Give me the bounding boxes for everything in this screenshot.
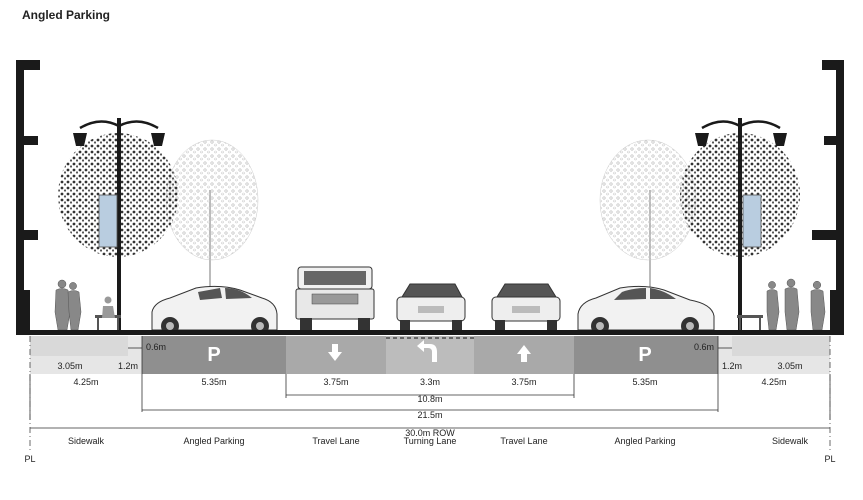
arrow-up-icon [517,345,531,362]
bench-icon [737,315,763,330]
dim-turning: 3.3m [420,377,440,387]
street-lamp-icon [695,118,787,332]
dim-sidewalk-inner-right: 3.05m [777,361,802,371]
pedestrian-icon [766,278,826,331]
property-line-marker-right: PL [824,454,835,464]
zone-sidewalk-left: Sidewalk [68,436,105,446]
arrow-down-icon [328,344,342,361]
pedestrian-icon [54,279,82,331]
dim-parking-left: 5.35m [201,377,226,387]
dim-travelway: 10.8m [417,394,442,404]
dim-lane-left: 3.75m [323,377,348,387]
car-icon [151,285,278,335]
parking-symbol: P [638,344,651,366]
tree-icon [599,139,697,290]
dim-curb-left: 0.6m [146,342,166,352]
zone-turning: Turning Lane [404,436,457,446]
zone-parking-right: Angled Parking [614,436,675,446]
dim-sidewalk-outer-right: 1.2m [722,361,742,371]
zone-travel-right: Travel Lane [500,436,547,446]
dim-sidewalk-outer-left: 1.2m [118,361,138,371]
pavement-strip [30,336,830,374]
zone-sidewalk-right: Sidewalk [772,436,809,446]
dim-sidewalk-inner-left: 3.05m [57,361,82,371]
building-left-icon [16,60,40,332]
property-lines [29,336,831,450]
dim-lane-right: 3.75m [511,377,536,387]
diagram-title: Angled Parking [22,8,111,22]
dim-parking-right: 5.35m [632,377,657,387]
street-lamp-icon [73,118,165,332]
dim-curb-to-curb: 21.5m [417,410,442,420]
zone-travel-left: Travel Lane [312,436,359,446]
parking-symbol: P [207,344,220,366]
zone-parking-left: Angled Parking [183,436,244,446]
tree-icon [165,139,259,290]
dim-curb-right: 0.6m [694,342,714,352]
suv-icon [295,266,375,330]
arrow-left-turn-icon [417,340,437,362]
car-icon [491,283,561,330]
car-icon [396,283,466,330]
property-line-marker-left: PL [24,454,35,464]
bench-icon [95,296,121,330]
dim-row: 30.0m ROW [405,428,455,438]
car-icon [577,285,715,335]
dimension-lines [29,336,831,429]
building-right-icon [812,60,844,332]
dim-sidewalk-total-left: 4.25m [73,377,98,387]
dim-sidewalk-total-right: 4.25m [761,377,786,387]
ground-line [16,330,844,335]
